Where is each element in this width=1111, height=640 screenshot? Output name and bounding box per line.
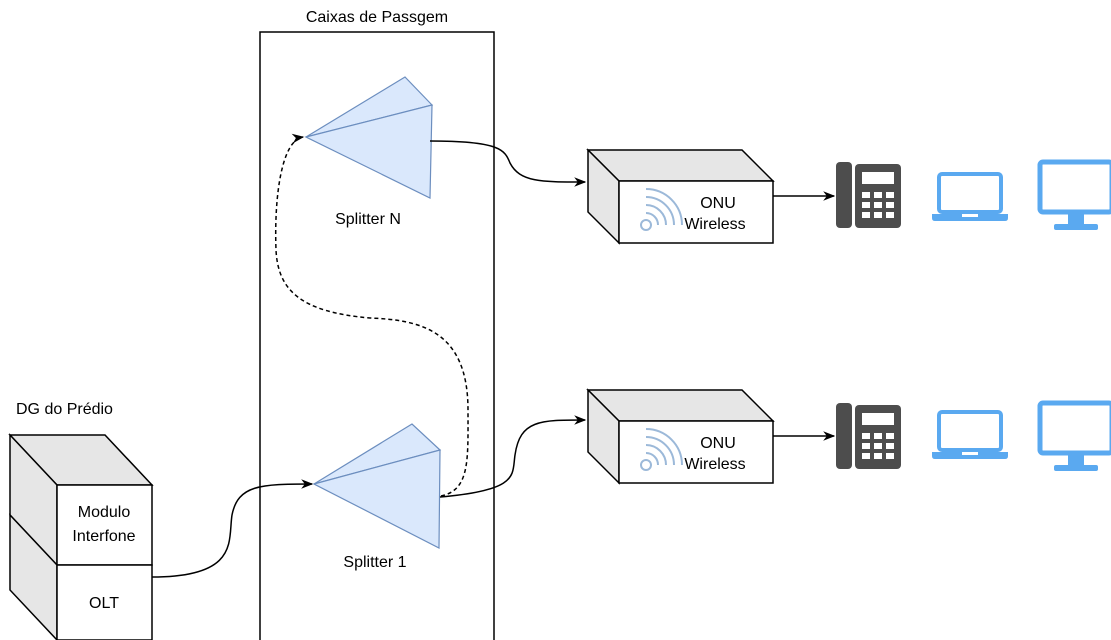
wifi-icon — [640, 428, 683, 471]
splitter-n-shape — [304, 76, 434, 199]
olt-box — [56, 564, 153, 640]
phone-icon — [836, 403, 901, 469]
wifi-icon — [640, 188, 683, 231]
onu-top-label-line2: Wireless — [684, 216, 745, 233]
onu-bottom-box — [586, 388, 775, 485]
monitor-icon — [1037, 159, 1111, 230]
intercom-module-label-line1: Modulo — [78, 504, 131, 521]
onu-bottom-label-line2: Wireless — [684, 456, 745, 473]
laptop-icon — [932, 172, 1008, 221]
building-rack — [8, 433, 154, 640]
passage-box-title: Caixas de Passgem — [306, 9, 448, 26]
onu-top-box — [586, 148, 775, 245]
laptop-icon — [932, 410, 1008, 459]
monitor-icon — [1037, 400, 1111, 471]
olt-label: OLT — [89, 595, 119, 612]
olt-to-splitter1-link — [151, 479, 314, 578]
splitter-1-label: Splitter 1 — [343, 554, 406, 571]
splitter1-to-onu2-link — [439, 415, 587, 498]
intercom-module-label-line2: Interfone — [72, 528, 135, 545]
building-title: DG do Prédio — [16, 401, 113, 418]
intercom-module-box — [56, 484, 153, 566]
passage-box — [259, 31, 495, 640]
splitter-1-shape — [312, 423, 442, 549]
splitter-n-label: Splitter N — [335, 211, 401, 228]
splitterN-to-onu1-link — [429, 140, 587, 187]
onu-top-label-line1: ONU — [700, 195, 736, 212]
cascade-dashed-link — [274, 133, 469, 497]
onu-bottom-label-line1: ONU — [700, 435, 736, 452]
phone-icon — [836, 162, 901, 228]
